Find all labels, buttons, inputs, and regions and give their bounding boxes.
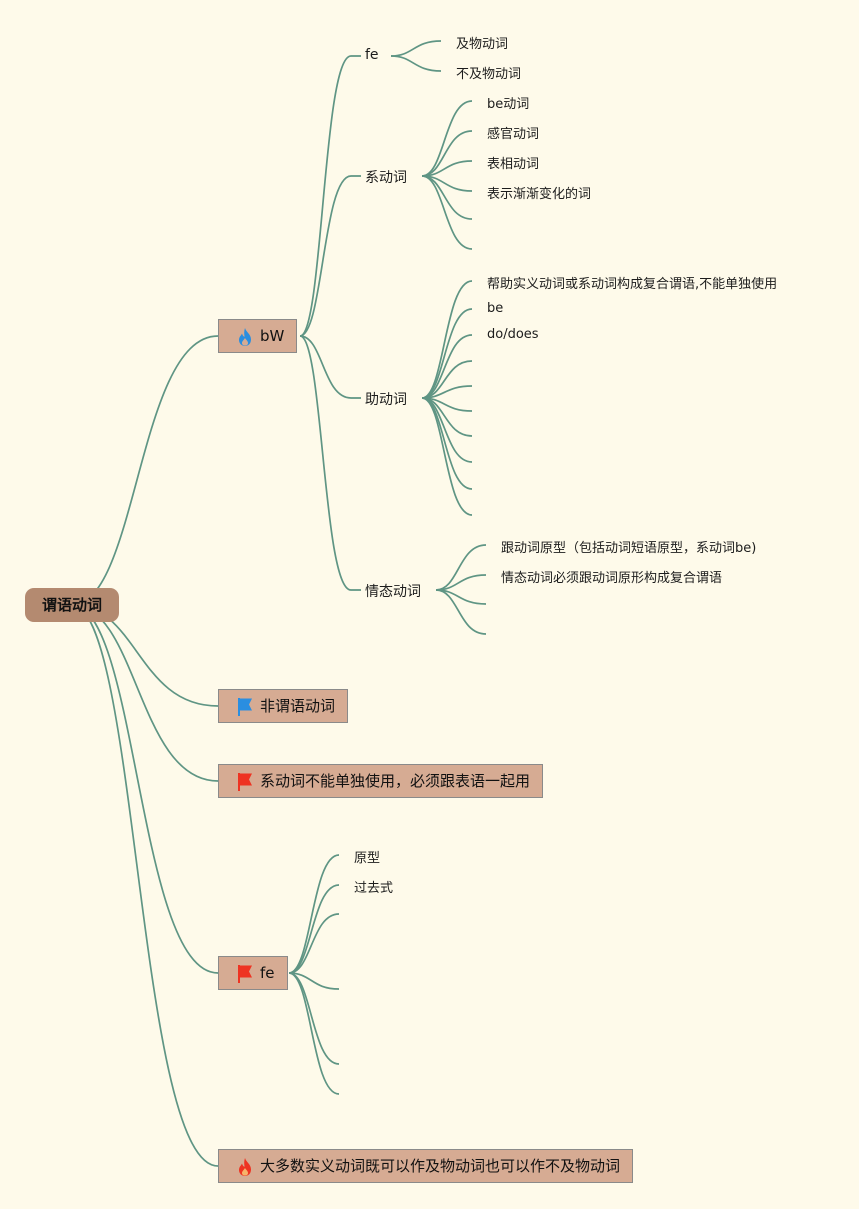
connector-modal-leaf-3: [435, 589, 487, 635]
branch-bw-label: bW: [260, 327, 285, 345]
connector-root-fe: [71, 604, 219, 974]
node-auxiliary-verb[interactable]: 助动词: [365, 392, 407, 408]
leaf-change-verb[interactable]: 表示渐渐变化的词: [487, 187, 592, 202]
node-fe[interactable]: fe: [365, 47, 379, 63]
leaf-sense-verb[interactable]: 感官动词: [487, 127, 540, 142]
connector-auxiliary-leaf-0: [421, 280, 473, 399]
leaf-base-form[interactable]: 原型: [354, 851, 381, 866]
connector-fe2-leaf-2: [288, 913, 340, 974]
flag-icon: [238, 698, 252, 716]
leaf-modal-rule-1[interactable]: 跟动词原型（包括动词短语原型，系动词be): [501, 541, 757, 556]
leaf-be[interactable]: be: [487, 301, 504, 316]
connector-fe2-leaf-0: [288, 854, 340, 974]
leaf-transitive[interactable]: 及物动词: [456, 37, 509, 52]
fire-icon: [239, 1158, 251, 1176]
connector-fe2-leaf-3: [288, 972, 340, 990]
leaf-intransitive[interactable]: 不及物动词: [456, 67, 522, 82]
leaf-appearance-verb[interactable]: 表相动词: [487, 157, 540, 172]
connector-bw-auxiliary: [299, 335, 361, 399]
branch-fe[interactable]: fe: [218, 956, 288, 990]
flag-icon: [238, 773, 252, 791]
connector-bw-fe: [299, 55, 361, 337]
connector-linking-leaf-5: [421, 175, 473, 250]
branch-bw[interactable]: bW: [218, 319, 298, 353]
root-node[interactable]: 谓语动词: [25, 588, 119, 622]
leaf-modal-rule-2[interactable]: 情态动词必须跟动词原形构成复合谓语: [501, 571, 723, 586]
connector-fe2-leaf-1: [288, 884, 340, 974]
branch-linking-note-label: 系动词不能单独使用，必须跟表语一起用: [260, 772, 531, 790]
connector-linking-leaf-1: [421, 130, 473, 177]
branch-transitivity-label: 大多数实义动词既可以作及物动词也可以作不及物动词: [260, 1157, 621, 1175]
connector-root-transitivity: [71, 604, 219, 1167]
connector-auxiliary-leaf-1: [421, 308, 473, 399]
connector-linking-leaf-0: [421, 100, 473, 177]
branch-fe-label: fe: [260, 964, 275, 982]
branch-nonpredicate[interactable]: 非谓语动词: [218, 689, 349, 723]
connector-auxiliary-leaf-2: [421, 334, 473, 399]
branch-linking-note[interactable]: 系动词不能单独使用，必须跟表语一起用: [218, 764, 544, 798]
connector-auxiliary-leaf-8: [421, 397, 473, 490]
connector-fe-leaf-0: [390, 40, 442, 57]
connector-fe-leaf-1: [390, 55, 442, 72]
connector-fe2-leaf-4: [288, 972, 340, 1065]
connector-bw-linking: [299, 175, 361, 337]
leaf-be-verb[interactable]: be动词: [487, 97, 530, 112]
fire-icon: [239, 328, 251, 346]
connector-modal-leaf-0: [435, 544, 487, 591]
branch-nonpredicate-label: 非谓语动词: [260, 697, 336, 715]
leaf-auxiliary-desc[interactable]: 帮助实义动词或系动词构成复合谓语,不能单独使用: [487, 277, 778, 292]
node-modal-verb[interactable]: 情态动词: [365, 584, 421, 600]
connector-fe2-leaf-5: [288, 972, 340, 1095]
flag-icon: [238, 965, 252, 983]
connector-auxiliary-leaf-9: [421, 397, 473, 516]
node-linking-verb[interactable]: 系动词: [365, 170, 407, 186]
leaf-past-tense[interactable]: 过去式: [354, 881, 394, 896]
connector-bw-modal: [299, 335, 361, 591]
connector-linking-leaf-4: [421, 175, 473, 220]
leaf-do-does[interactable]: do/does: [487, 327, 539, 342]
branch-transitivity[interactable]: 大多数实义动词既可以作及物动词也可以作不及物动词: [218, 1149, 634, 1183]
connector-root-bw: [71, 335, 219, 606]
